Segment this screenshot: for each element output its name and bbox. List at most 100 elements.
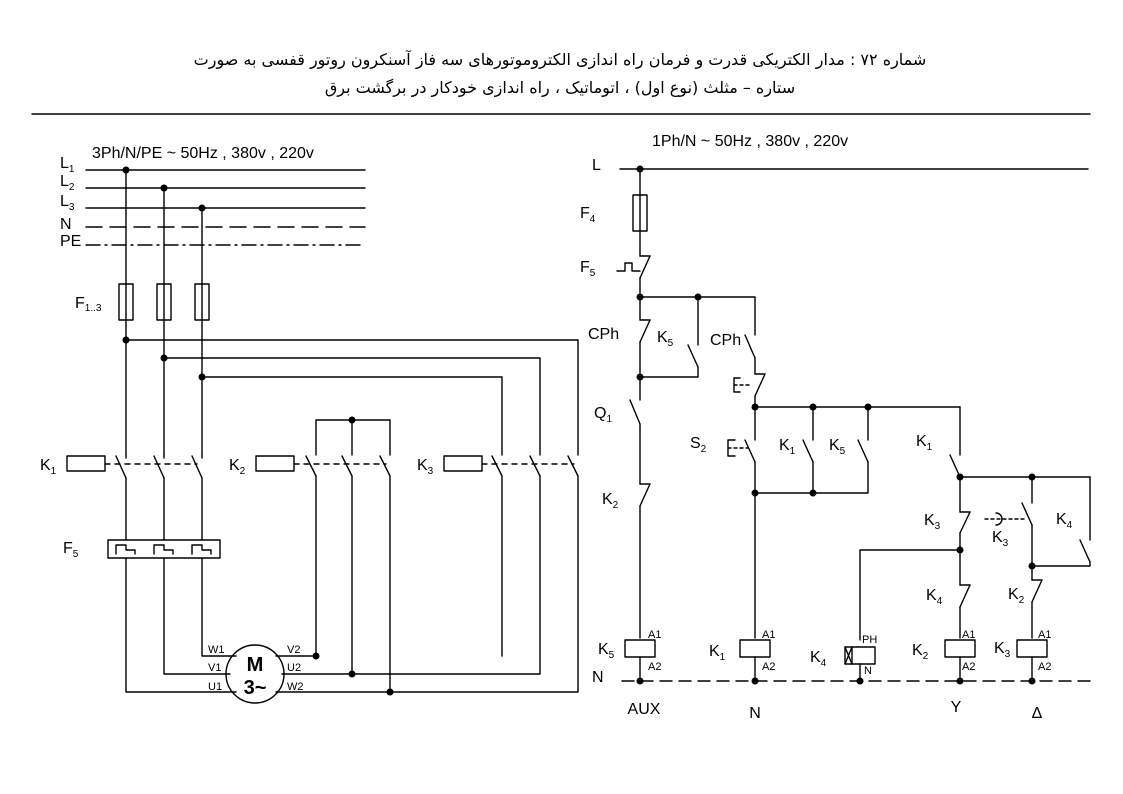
terminal-v1: V1 — [208, 662, 221, 674]
overload-label: F5 — [63, 540, 79, 560]
junction-dot — [1028, 677, 1036, 685]
coil-k4-n: N — [864, 665, 872, 677]
label-k5: K5 — [829, 437, 846, 457]
contactor-k2-label: K2 — [229, 457, 246, 477]
label-cph-1: CPh — [588, 326, 619, 343]
label-k4-timed-nc: K4 — [926, 587, 943, 607]
power-busbars — [85, 169, 366, 246]
contact-k5 — [754, 406, 869, 494]
label-k2-interlock: K2 — [1008, 586, 1025, 606]
contact-k5-parallel — [639, 296, 699, 378]
coil-k2-a1: A1 — [962, 629, 975, 641]
overload-contact-f5 — [616, 255, 651, 279]
coil-k1-a1: A1 — [762, 629, 775, 641]
junction-dot — [956, 677, 964, 685]
bottom-label-delta: Δ — [1032, 705, 1043, 722]
coil-k4-label: K4 — [810, 649, 827, 669]
coil-k2 — [944, 639, 976, 682]
contact-k3-interlock — [959, 511, 971, 586]
label-f4: F4 — [580, 205, 596, 225]
wire — [125, 557, 237, 693]
label-k3-hold: K4 — [1056, 511, 1073, 531]
coil-k3-a2: A2 — [1038, 661, 1051, 673]
label-cph-2: CPh — [710, 332, 741, 349]
bus-label-l1: L1 — [60, 155, 75, 175]
terminal-w1: W1 — [208, 644, 225, 656]
coil-k1-a2: A2 — [762, 661, 775, 673]
junction-dot — [348, 416, 356, 424]
junction-dot — [809, 489, 817, 497]
wire — [163, 557, 231, 675]
junction-dot — [856, 677, 864, 685]
contactor-k3 — [443, 455, 579, 477]
diagram-title-line-2: ستاره – مثلث (نوع اول) ، اتوماتیک ، راه … — [324, 78, 796, 97]
bottom-label-aux: AUX — [628, 701, 661, 718]
contactor-k1 — [66, 454, 203, 479]
motor-label-3ph: 3~ — [244, 677, 267, 699]
contact-k1-hold — [802, 406, 814, 494]
bottom-label-n: N — [749, 705, 761, 722]
label-k3-interlock: K3 — [924, 512, 941, 532]
terminal-u2: U2 — [287, 662, 301, 674]
terminal-v2: V2 — [287, 644, 300, 656]
junction-dot — [636, 677, 644, 685]
stop-button-contact — [733, 373, 766, 408]
fuses-f1-3 — [118, 283, 210, 321]
junction-dot — [312, 652, 320, 660]
coil-k3 — [1016, 639, 1048, 682]
power-supply-label: 3Ph/N/PE ~ 50Hz , 380v , 220v — [92, 145, 314, 162]
wire — [163, 357, 541, 456]
power-circuit: 3Ph/N/PE ~ 50Hz , 380v , 220v L1 L2 L3 N… — [40, 145, 579, 704]
wire — [125, 339, 579, 456]
wire — [201, 557, 237, 657]
wire — [281, 475, 541, 675]
star-bridge — [315, 419, 391, 456]
wire — [859, 549, 961, 641]
motor: M 3~ — [225, 644, 285, 704]
neutral-label: N — [592, 669, 604, 686]
label-q1: Q1 — [594, 405, 612, 425]
bus-label-pe: PE — [60, 233, 81, 250]
junction-dot — [751, 489, 759, 497]
contact-k3-hold — [1031, 476, 1091, 567]
wire — [275, 475, 317, 657]
fuse-label: F1..3 — [75, 295, 102, 314]
coil-k3-a1: A1 — [1038, 629, 1051, 641]
coil-k4-ph: PH — [862, 634, 877, 646]
contact-cph-1 — [639, 296, 651, 378]
coil-k1 — [739, 639, 771, 682]
label-f5: F5 — [580, 259, 596, 279]
phase-label: L — [592, 157, 601, 174]
contact-k1-yd — [949, 406, 961, 513]
contact-q1 — [629, 376, 641, 485]
coil-k3-label: K3 — [994, 640, 1011, 660]
contact-k2-aux — [639, 483, 651, 639]
label-k2-aux: K2 — [602, 491, 619, 511]
fuse-f4 — [632, 194, 648, 232]
control-supply-label: 1Ph/N ~ 50Hz , 380v , 220v — [652, 133, 848, 150]
coil-k5-a2: A2 — [648, 661, 661, 673]
contact-k2-interlock — [1031, 579, 1043, 639]
bus-label-l2: L2 — [60, 173, 75, 193]
coil-k1-label: K1 — [709, 643, 726, 663]
coil-k2-label: K2 — [912, 642, 929, 662]
bus-label-n: N — [60, 216, 72, 233]
coil-k2-a2: A2 — [962, 661, 975, 673]
wire — [201, 376, 503, 456]
bottom-label-y: Y — [951, 699, 962, 716]
junction-dot — [1028, 562, 1036, 570]
label-k4-timed-no: K3 — [992, 529, 1009, 549]
overload-relay-f5 — [107, 539, 221, 559]
bus-label-l3: L3 — [60, 193, 75, 213]
contactor-k2 — [255, 455, 391, 477]
terminal-w2: W2 — [287, 681, 304, 693]
label-s2: S2 — [690, 435, 707, 455]
label-k1-hold: K1 — [779, 437, 796, 457]
coil-k5 — [624, 639, 656, 682]
diagram-title-line-1: شماره ۷۲ : مدار الکتریکی قدرت و فرمان را… — [193, 50, 927, 69]
contact-k4-timed-nc — [959, 584, 971, 639]
start-button-s2 — [727, 406, 756, 639]
wire — [639, 296, 756, 336]
terminal-u1: U1 — [208, 681, 222, 693]
